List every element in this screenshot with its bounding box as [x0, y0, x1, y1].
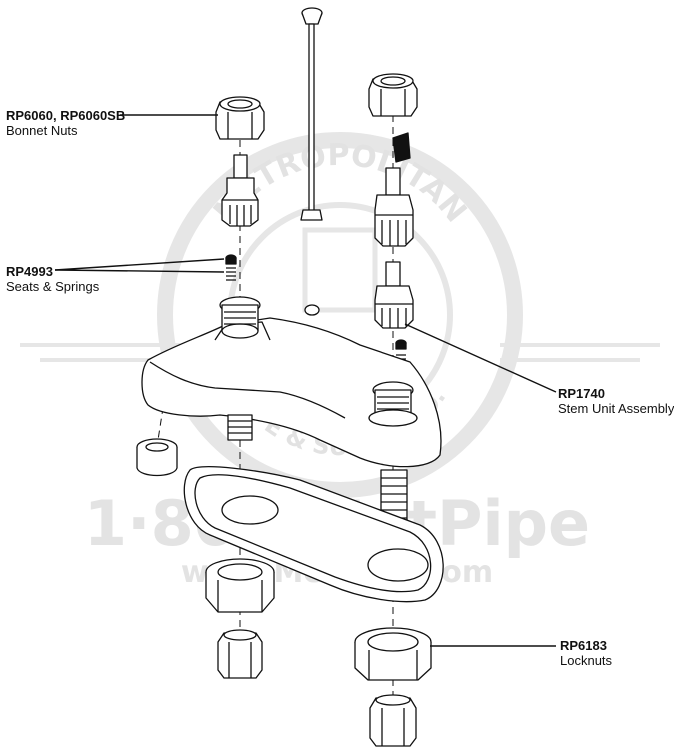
shank-right: [368, 381, 418, 526]
stem-unit-right: [374, 261, 414, 329]
callout-bonnet-nuts: RP6060, RP6060SB Bonnet Nuts: [6, 108, 125, 138]
hex-nut-right: [369, 694, 417, 747]
seat-spring-right: [395, 339, 407, 368]
part-number: RP6183: [560, 638, 607, 653]
leader-seats-1: [54, 258, 225, 271]
part-number: RP4993: [6, 264, 53, 279]
lift-rod-cap: [304, 304, 320, 316]
part-description: Locknuts: [560, 653, 613, 668]
part-number: RP6060, RP6060SB: [6, 108, 126, 123]
deck-gasket: [183, 466, 444, 603]
part-description: Stem Unit Assembly: [558, 401, 674, 416]
bonnet-nut-right: [368, 73, 418, 117]
shank-left: [219, 296, 261, 441]
leader-seats-2: [54, 269, 225, 273]
watermark-emblem: [302, 227, 378, 313]
part-number: RP1740: [558, 386, 605, 401]
callout-stem-unit: RP1740 Stem Unit Assembly: [558, 386, 674, 416]
seat-spring-left: [225, 254, 237, 281]
part-description: Bonnet Nuts: [6, 123, 78, 138]
bonnet-nut-left: [215, 96, 265, 140]
locknut-left: [205, 558, 275, 613]
lift-rod: [300, 7, 323, 221]
handle-adapter: [392, 132, 411, 163]
watermark-outer-ring: [157, 132, 523, 498]
leader-stem-unit: [404, 323, 557, 393]
axis-spout: [157, 394, 166, 441]
callout-seats-springs: RP4993 Seats & Springs: [6, 264, 99, 294]
part-description: Seats & Springs: [6, 279, 100, 294]
locknut-right: [354, 627, 432, 681]
cartridge-left: [221, 154, 259, 227]
callout-locknuts: RP6183 Locknuts: [560, 638, 612, 668]
cartridge-right-upper: [374, 167, 414, 247]
hex-nut-left: [217, 629, 263, 679]
aerator: [136, 438, 178, 477]
